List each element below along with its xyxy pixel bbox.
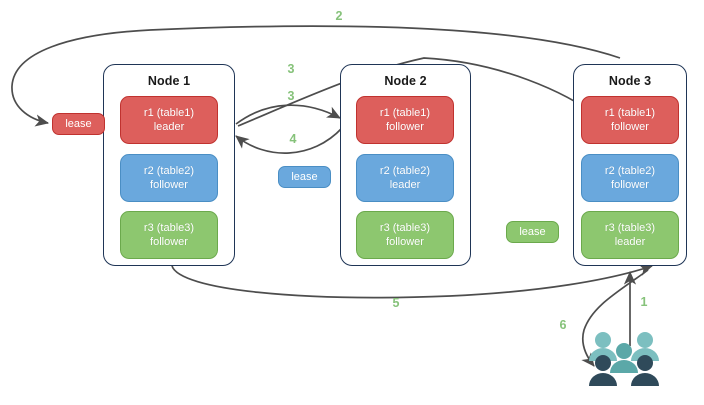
node-2-replica-r3-role: follower — [386, 236, 424, 248]
step-label-2: 2 — [335, 9, 343, 23]
step-label-6: 6 — [559, 318, 567, 332]
step-label-3b: 3 — [287, 89, 295, 103]
node-3-replica-r3[interactable]: r3 (table3) leader — [581, 211, 679, 259]
node-1-replica-r3-name: r3 (table3) — [143, 222, 195, 234]
arrow-3-replicate-node2 — [235, 104, 341, 125]
step-label-4: 4 — [289, 132, 297, 146]
node-3-title: Node 3 — [608, 74, 652, 88]
node-2-replica-r1[interactable]: r1 (table1) follower — [356, 96, 454, 144]
node-3-replica-r3-name: r3 (table3) — [604, 222, 656, 234]
node-1-replica-r2-role: follower — [150, 179, 188, 191]
node-1-title: Node 1 — [147, 74, 191, 88]
node-2-replica-r2-role: leader — [389, 179, 421, 191]
step-label-5: 5 — [392, 296, 400, 310]
node-1-replica-r2[interactable]: r2 (table2) follower — [120, 154, 218, 202]
users-icon-back-row — [589, 332, 659, 361]
lease-badge-table2[interactable]: lease — [278, 166, 331, 188]
node-2-title: Node 2 — [384, 74, 427, 88]
users-icon-front-row — [589, 355, 659, 386]
step-label-3a: 3 — [287, 62, 295, 76]
node-1-replica-r2-name: r2 (table2) — [143, 165, 195, 177]
node-1-replica-r1-name: r1 (table1) — [143, 107, 195, 119]
node-3-replica-r1[interactable]: r1 (table1) follower — [581, 96, 679, 144]
node-2-replica-r1-role: follower — [386, 121, 424, 133]
arrow-5-response — [171, 264, 653, 299]
node-3-replica-r3-role: leader — [614, 236, 646, 248]
node-1-replica-r1[interactable]: r1 (table1) leader — [120, 96, 218, 144]
node-2-replica-r2[interactable]: r2 (table2) leader — [356, 154, 454, 202]
node-3-replica-r2-name: r2 (table2) — [604, 165, 656, 177]
node-2-replica-r2-name: r2 (table2) — [379, 165, 431, 177]
node-1-replica-r3-role: follower — [150, 236, 188, 248]
node-2-replica-r3-name: r3 (table3) — [379, 222, 431, 234]
node-3-replica-r2[interactable]: r2 (table2) follower — [581, 154, 679, 202]
users-icon — [589, 332, 659, 386]
node-3-replica-r2-role: follower — [611, 179, 649, 191]
node-2-replica-r3[interactable]: r3 (table3) follower — [356, 211, 454, 259]
node-1-replica-r1-role: leader — [153, 121, 185, 133]
users-icon-center-person — [610, 343, 638, 373]
node-2-replica-r1-name: r1 (table1) — [379, 107, 431, 119]
node-1-replica-r3[interactable]: r3 (table3) follower — [120, 211, 218, 259]
node-3-replica-r1-role: follower — [611, 121, 649, 133]
lease-badge-table3[interactable]: lease — [506, 221, 559, 243]
node-3-replica-r1-name: r1 (table1) — [604, 107, 656, 119]
step-label-1: 1 — [640, 295, 648, 309]
lease-badge-table1[interactable]: lease — [52, 113, 105, 135]
